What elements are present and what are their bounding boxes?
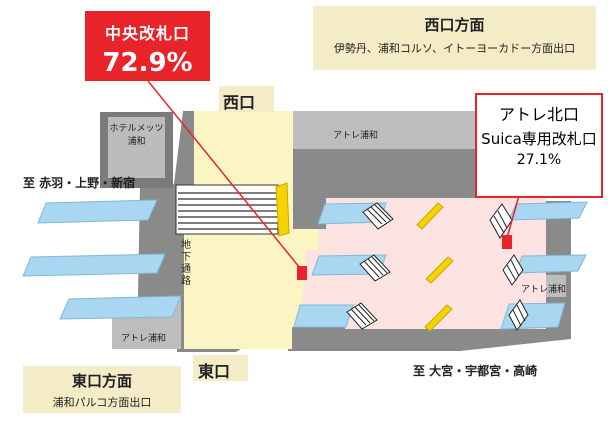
west-exit-label-bg xyxy=(219,86,274,112)
stairs-6 xyxy=(508,299,529,331)
north-gate-callout: アトレ北口 Suica専用改札口 27.1% xyxy=(475,93,603,198)
west-exit-area-callout: 西口方面 伊勢丹、浦和コルソ、イトーヨーカドー方面出口 xyxy=(313,6,596,70)
north-gate-marker xyxy=(502,235,512,249)
central-gate-share: 72.9% xyxy=(102,48,193,78)
atre-right-label: アトレ浦和 xyxy=(521,285,567,295)
platform-left-1 xyxy=(37,199,158,224)
platform-right-3 xyxy=(293,304,354,328)
stairs-1 xyxy=(362,202,394,230)
underpass-label: 地下通路 xyxy=(181,240,191,287)
concourse-area xyxy=(302,198,546,329)
platform-right-4 xyxy=(508,201,588,221)
direction-right: 至 大宮・宇都宮・高崎 xyxy=(413,364,538,378)
central-gate-leader xyxy=(147,80,301,269)
north-gate-type: Suica専用改札口 xyxy=(481,130,597,148)
east-area-title: 東口方面 xyxy=(71,372,132,390)
hotel-label: ホテルメッツ 浦和 xyxy=(109,124,164,147)
east-exit-label-bg xyxy=(193,355,248,381)
atre-top-building xyxy=(293,111,498,149)
atre-top-label: アトレ浦和 xyxy=(333,131,379,141)
north-gate-name: アトレ北口 xyxy=(498,105,579,124)
west-area-title: 西口方面 xyxy=(424,16,485,34)
escalator-3 xyxy=(424,304,453,332)
central-escalator xyxy=(275,182,290,237)
east-exit-area-callout: 東口方面 浦和パルコ方面出口 xyxy=(23,366,181,413)
escalator-2 xyxy=(425,256,454,284)
west-exit-label: 西口 xyxy=(223,93,256,112)
west-area-subtitle: 伊勢丹、浦和コルソ、イトーヨーカドー方面出口 xyxy=(333,42,576,55)
platform-left-3 xyxy=(59,295,182,320)
central-gate-block xyxy=(175,184,279,235)
escalator-1 xyxy=(416,202,444,230)
hotel-building-face xyxy=(108,117,165,178)
north-gate-share: 27.1% xyxy=(516,152,562,168)
east-exit-label: 東口 xyxy=(198,362,231,381)
north-gate-leader xyxy=(506,191,521,239)
direction-left: 至 赤羽・上野・新宿 xyxy=(23,176,136,190)
east-area-subtitle: 浦和パルコ方面出口 xyxy=(52,396,152,409)
central-gate-name: 中央改札口 xyxy=(104,24,190,43)
central-gate-marker xyxy=(297,266,307,280)
stairs-5 xyxy=(502,254,524,286)
atre-left-label: アトレ浦和 xyxy=(121,334,167,344)
platform-right-5 xyxy=(515,254,587,274)
platform-left-2 xyxy=(22,253,166,277)
central-gate-callout: 中央改札口 72.9% xyxy=(85,11,210,81)
